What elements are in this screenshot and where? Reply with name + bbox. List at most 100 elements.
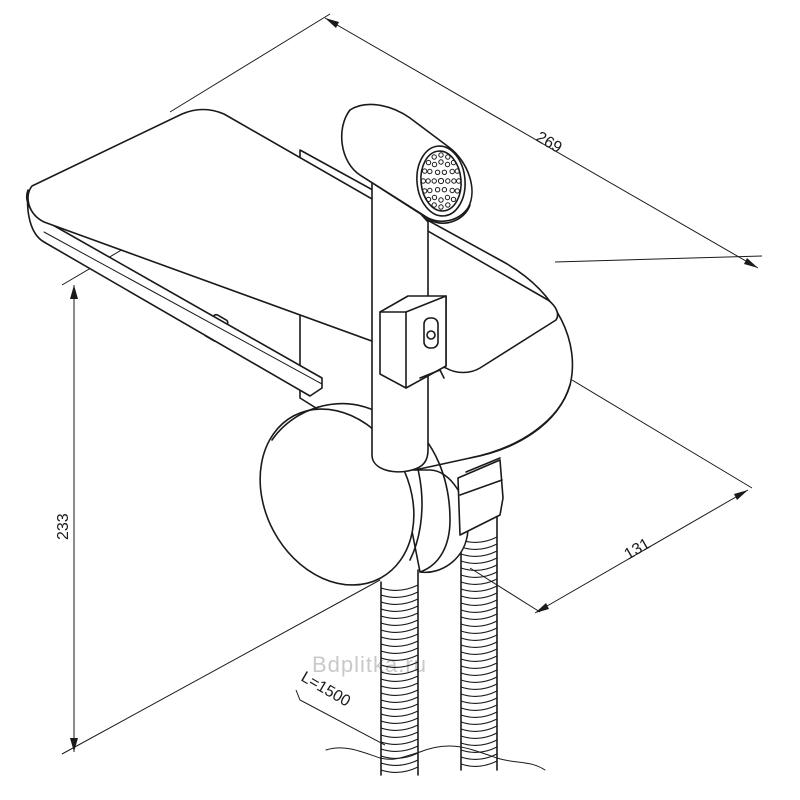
nozzle	[427, 187, 433, 194]
hose-ring	[380, 668, 419, 675]
nozzle	[431, 202, 437, 208]
hose-ring	[460, 683, 498, 690]
hose-ring	[460, 690, 498, 697]
hose-ring	[380, 633, 419, 640]
nozzle	[445, 202, 451, 208]
nozzle	[444, 194, 451, 201]
nozzle	[441, 169, 448, 176]
hose-ring	[460, 585, 498, 592]
shower-holder	[379, 295, 447, 389]
hose-ring	[460, 676, 498, 683]
hose-ring	[380, 619, 419, 626]
dimension-width-label: 269	[533, 129, 565, 157]
nozzle	[431, 161, 438, 168]
hose-ring	[460, 753, 498, 760]
nozzle	[431, 154, 437, 160]
hose-left	[380, 569, 419, 776]
nozzle	[445, 178, 451, 184]
hose-ring	[460, 641, 498, 648]
hose-ring	[460, 697, 498, 704]
nozzle	[431, 194, 438, 201]
hose-ring	[460, 739, 498, 746]
hose-ring	[380, 654, 419, 661]
nozzle	[450, 196, 457, 203]
hose-ring	[380, 661, 419, 668]
hose-ring	[380, 605, 419, 612]
hose-ring	[380, 640, 419, 647]
hose-ring	[380, 626, 419, 633]
hose-ring	[380, 745, 419, 752]
hose-ring	[460, 543, 498, 550]
nozzle	[422, 188, 428, 194]
hose-ring	[460, 620, 498, 627]
hose-ring	[460, 599, 498, 606]
nozzle	[438, 152, 444, 158]
dimension-depth-label: 131	[622, 535, 654, 563]
nozzle	[431, 178, 437, 184]
hose-ring	[380, 612, 419, 619]
nozzle	[449, 187, 455, 194]
hose-ring	[380, 710, 419, 717]
hose-ring	[460, 648, 498, 655]
hose-ring	[460, 718, 498, 725]
nozzle	[425, 196, 432, 203]
nozzle	[456, 178, 462, 184]
hose-ring	[460, 732, 498, 739]
hose-ring	[460, 550, 498, 557]
hose-ring	[380, 591, 419, 598]
hose-ring	[460, 655, 498, 662]
hose-ring	[380, 731, 419, 738]
hose-ring	[460, 627, 498, 634]
hose-ring	[380, 724, 419, 731]
spray-nozzles	[420, 152, 462, 210]
hose-ring	[380, 647, 419, 654]
hose-ring	[380, 598, 419, 605]
hose-ring	[380, 759, 419, 766]
hose-ring	[380, 689, 419, 696]
nozzle	[434, 169, 441, 176]
nozzle	[454, 188, 460, 194]
nozzle	[454, 168, 460, 174]
nozzle	[444, 161, 451, 168]
nozzle	[450, 159, 457, 166]
hose-ring	[380, 584, 419, 591]
nozzle	[425, 159, 432, 166]
hose-ring	[460, 634, 498, 641]
hose-ring	[460, 564, 498, 571]
dimension-width: 269	[169, 13, 763, 269]
nozzle	[438, 159, 444, 165]
break-lines	[325, 745, 546, 771]
hose-ring	[460, 606, 498, 613]
nozzle	[427, 168, 433, 175]
hose-ring	[380, 696, 419, 703]
hose-ring	[460, 557, 498, 564]
hose-ring	[380, 703, 419, 710]
nozzle	[445, 154, 451, 160]
nozzle	[438, 197, 444, 203]
hose-ring	[460, 592, 498, 599]
hose-ring	[460, 669, 498, 676]
hose-ring	[380, 682, 419, 689]
hose-connector	[457, 457, 504, 536]
nozzle	[437, 177, 445, 185]
nozzle	[441, 187, 448, 193]
nozzle	[422, 168, 428, 174]
hose-ring	[380, 717, 419, 724]
hose-right	[460, 514, 498, 771]
watermark: Bdplitka.ru	[312, 652, 427, 677]
hose-ring	[460, 578, 498, 585]
dimension-height: 233	[55, 244, 381, 755]
hose-ring	[460, 711, 498, 718]
hose-ring	[380, 675, 419, 682]
hose-ring	[460, 571, 498, 578]
hose-ring	[460, 704, 498, 711]
nozzle	[438, 204, 444, 210]
hose-ring	[380, 738, 419, 745]
dimension-height-label: 233	[55, 513, 72, 540]
hose-ring	[460, 613, 498, 620]
hose-ring	[460, 760, 498, 767]
hose-ring	[460, 662, 498, 669]
nozzle	[420, 178, 426, 184]
hose-ring	[460, 725, 498, 732]
